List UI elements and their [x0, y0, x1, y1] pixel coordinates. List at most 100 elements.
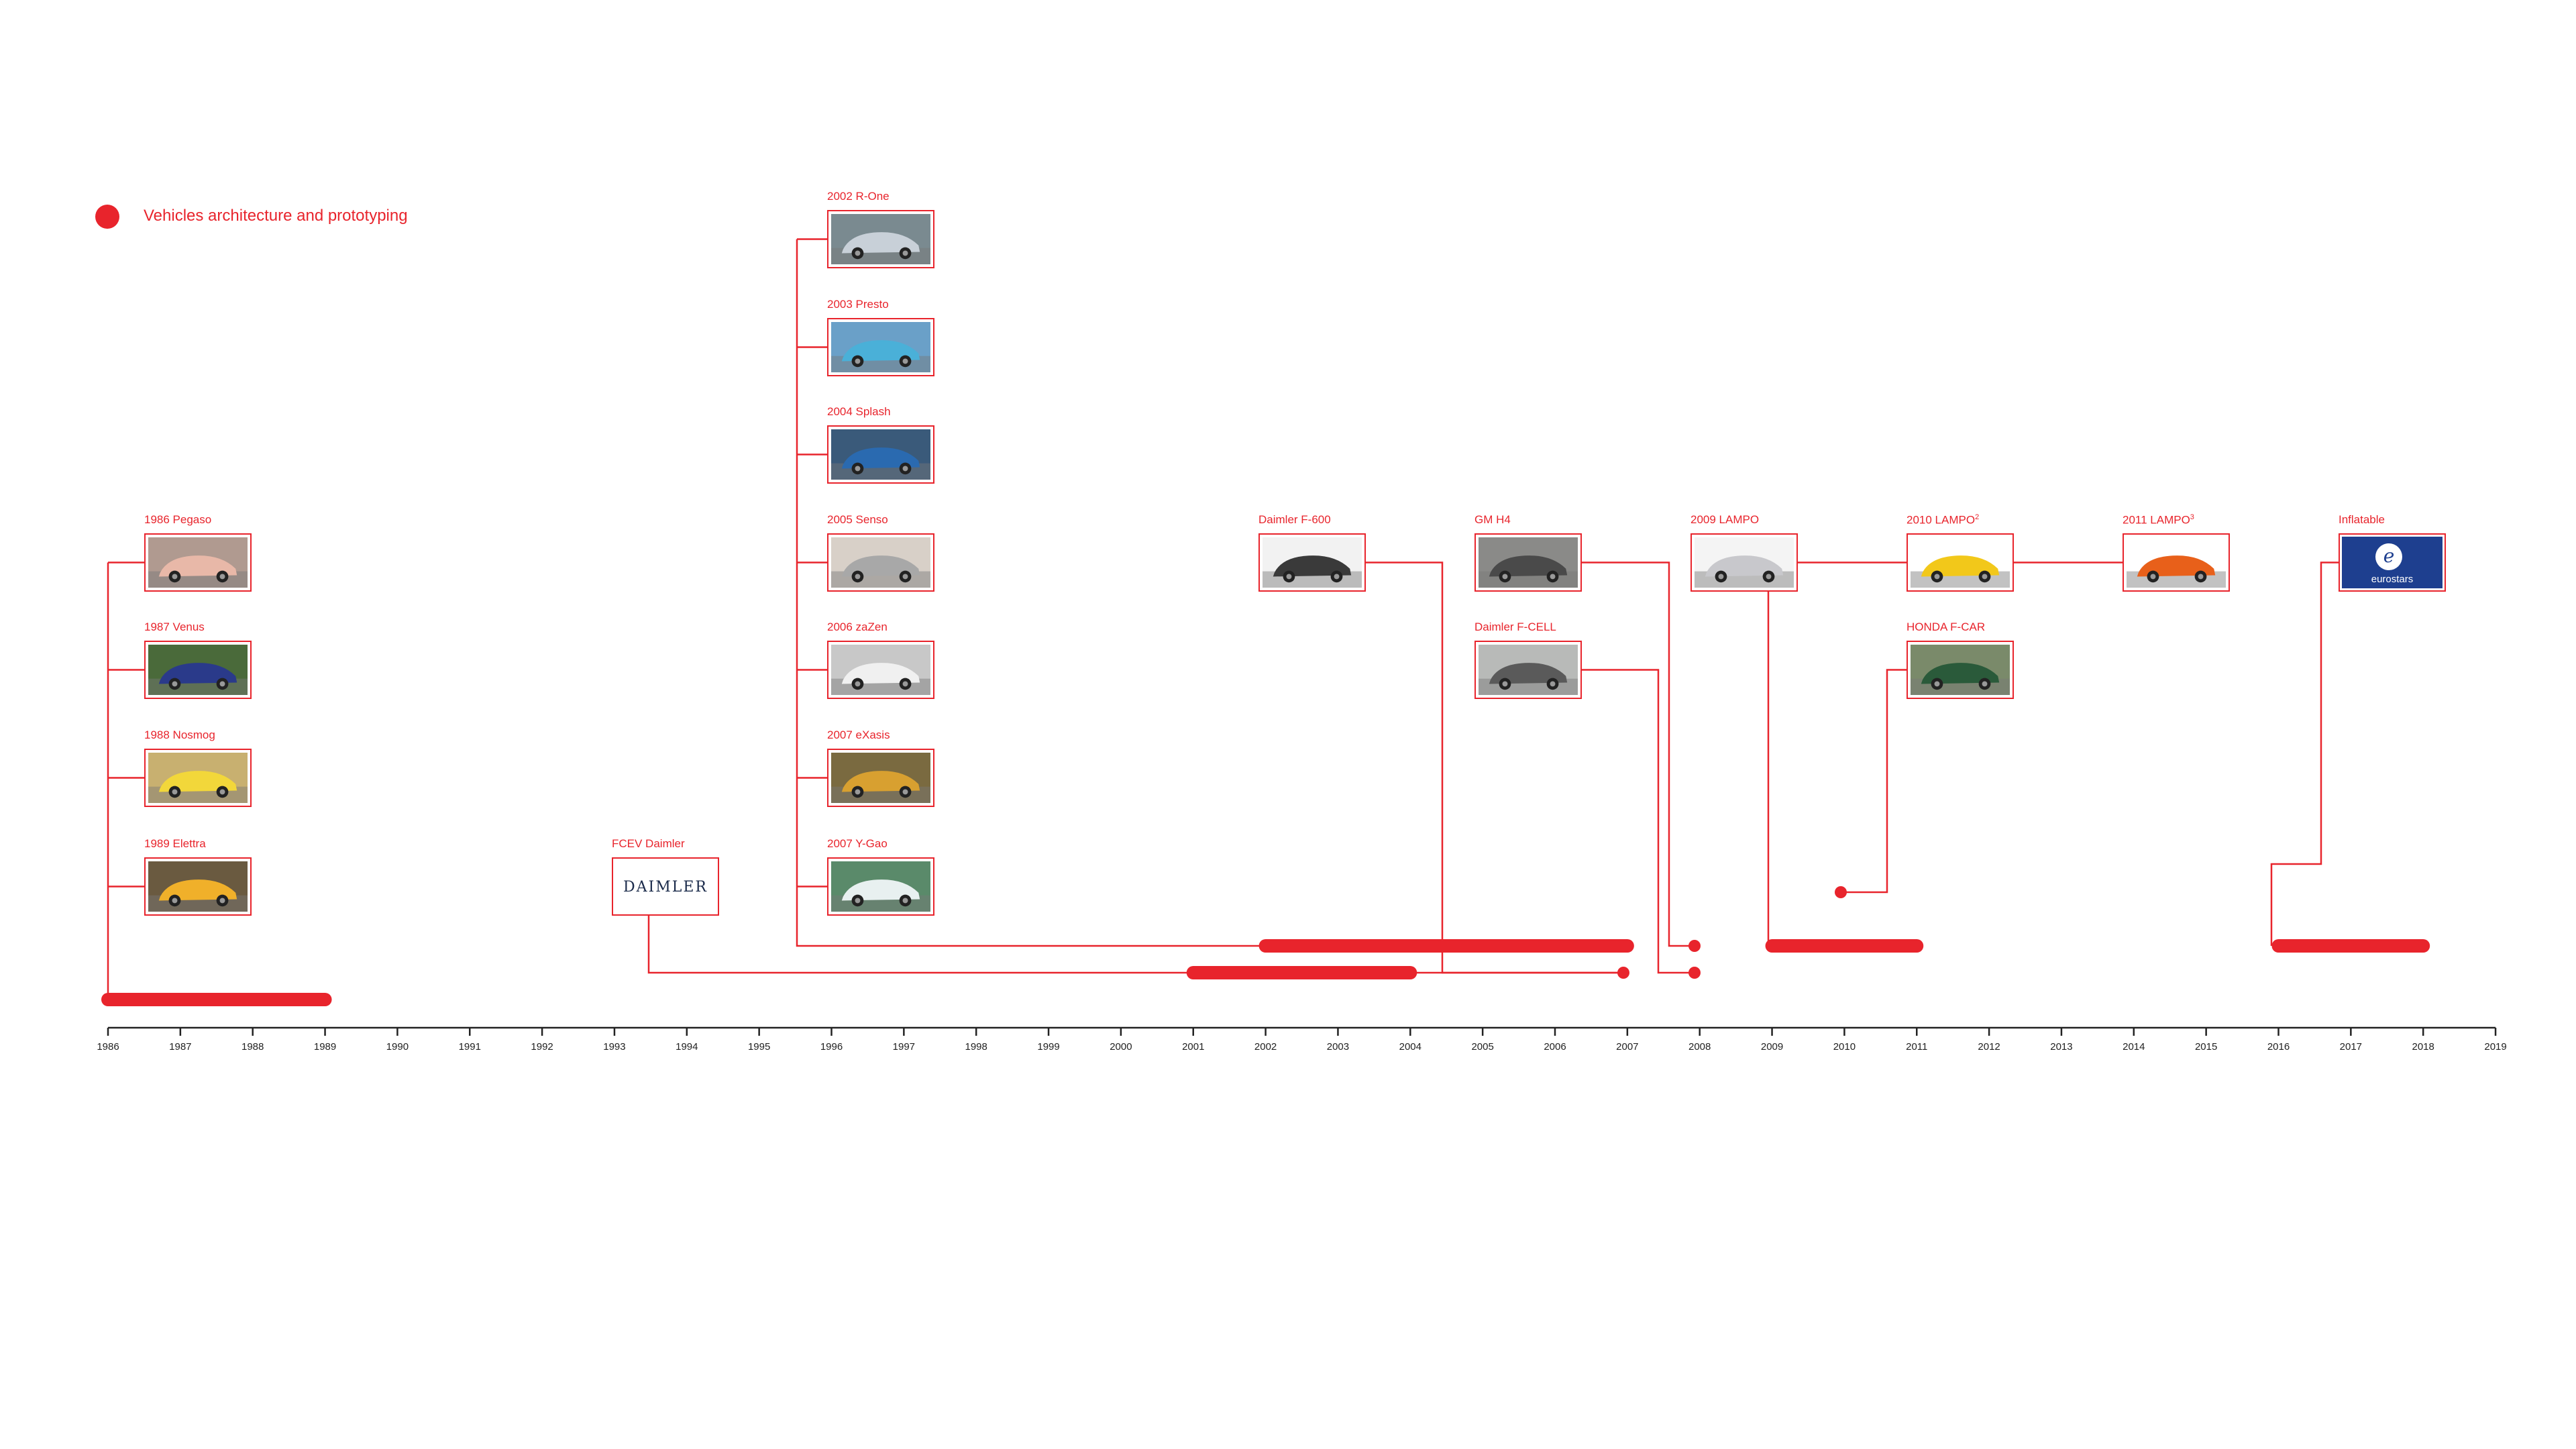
label-venus: 1987 Venus — [144, 621, 205, 634]
car-photo-icon — [2127, 537, 2226, 588]
label-text: 2002 R-One — [827, 190, 890, 203]
axis-tick-label: 2010 — [1833, 1041, 1856, 1053]
axis-tick-label: 2016 — [2267, 1041, 2290, 1053]
eurostars-logo-icon: e eurostars — [2342, 537, 2443, 588]
axis-tick-label: 2000 — [1110, 1041, 1132, 1053]
connector-gmh4 — [1582, 561, 1695, 947]
label-text: Inflatable — [2339, 513, 2385, 526]
axis-tick-label: 2002 — [1254, 1041, 1277, 1053]
label-lampo2: 2010 LAMPO2 — [1907, 513, 1979, 527]
axis-tick-label: 2017 — [2339, 1041, 2363, 1053]
thumbnail-splash — [827, 425, 934, 484]
axis-tick-label: 2005 — [1471, 1041, 1494, 1053]
car-photo-icon — [148, 753, 248, 803]
axis-tick-label: 1986 — [97, 1041, 119, 1053]
axis-tick-label: 2015 — [2194, 1041, 2218, 1053]
thumbnail-presto — [827, 318, 934, 376]
axis-tick-label: 2004 — [1399, 1041, 1421, 1053]
label-nosmog: 1988 Nosmog — [144, 729, 215, 742]
thumbnail-exasis — [827, 749, 934, 807]
car-photo-icon — [831, 214, 930, 264]
label-lampo1: 2009 LAMPO — [1690, 513, 1759, 527]
car-photo-icon — [1911, 645, 2010, 695]
label-splash: 2004 Splash — [827, 405, 891, 419]
axis-tick-label: 1998 — [965, 1041, 987, 1053]
axis-tick-label: 1993 — [603, 1041, 626, 1053]
axis-tick-label: 1988 — [241, 1041, 264, 1053]
thumbnail-pegaso — [144, 533, 252, 592]
car-photo-icon — [148, 537, 248, 588]
car-photo-icon — [831, 429, 930, 480]
label-inflatable: Inflatable — [2339, 513, 2385, 527]
car-photo-icon — [831, 861, 930, 912]
label-superscript: 3 — [2190, 513, 2194, 521]
axis-tick-label: 1987 — [169, 1041, 192, 1053]
thumbnail-hondafcar — [1907, 641, 2014, 699]
thumbnail-senso — [827, 533, 934, 592]
thumbnail-f600 — [1258, 533, 1366, 592]
eurostars-e-icon: e — [2375, 543, 2402, 570]
axis-tick-label: 1994 — [676, 1041, 698, 1053]
label-text: 2007 Y-Gao — [827, 837, 888, 850]
label-rone: 2002 R-One — [827, 190, 890, 203]
label-text: 2003 Presto — [827, 298, 889, 311]
connector-inflatable — [2270, 561, 2339, 946]
label-text: 2010 LAMPO — [1907, 513, 1976, 527]
label-fcell: Daimler F-CELL — [1474, 621, 1556, 634]
label-exasis: 2007 eXasis — [827, 729, 890, 742]
thumbnail-inflatable: e eurostars — [2339, 533, 2446, 592]
axis-tick-label: 1996 — [820, 1041, 843, 1053]
daimler-logo-icon: DAIMLER — [623, 879, 708, 896]
label-text: Daimler F-600 — [1258, 513, 1331, 526]
label-text: GM H4 — [1474, 513, 1511, 526]
label-text: 2004 Splash — [827, 405, 891, 418]
axis-tick-label: 1990 — [386, 1041, 409, 1053]
milestone-dot-3 — [1617, 967, 1629, 979]
axis-tick-label: 2013 — [2050, 1041, 2073, 1053]
label-text: 1986 Pegaso — [144, 513, 212, 526]
thumbnail-lampo3 — [2123, 533, 2230, 592]
thumbnail-venus — [144, 641, 252, 699]
label-text: 1989 Elettra — [144, 837, 206, 850]
thumbnail-gmh4 — [1474, 533, 1582, 592]
label-text: 1987 Venus — [144, 621, 205, 633]
axis-tick-label: 2003 — [1326, 1041, 1350, 1053]
label-text: 2006 zaZen — [827, 621, 888, 633]
connector-f600 — [1366, 561, 1623, 974]
axis-tick-label: 2007 — [1616, 1041, 1639, 1053]
car-photo-icon — [1263, 537, 1362, 588]
axis-tick-label: 2006 — [1544, 1041, 1566, 1053]
thumbnail-rone — [827, 210, 934, 268]
axis-tick-label: 2018 — [2412, 1041, 2434, 1053]
axis-tick-label: 1989 — [313, 1041, 337, 1053]
axis-tick-label: 2019 — [2484, 1041, 2507, 1053]
label-zazen: 2006 zaZen — [827, 621, 888, 634]
axis-tick-label: 2011 — [1906, 1041, 1928, 1053]
car-photo-icon — [1479, 645, 1578, 695]
label-presto: 2003 Presto — [827, 298, 889, 311]
axis-tick-label: 1992 — [531, 1041, 553, 1053]
label-f600: Daimler F-600 — [1258, 513, 1331, 527]
car-photo-icon — [1695, 537, 1794, 588]
label-pegaso: 1986 Pegaso — [144, 513, 211, 527]
label-fcev: FCEV Daimler — [612, 837, 685, 851]
connector-fcell — [1582, 669, 1695, 974]
milestone-dot-1 — [1688, 940, 1701, 952]
thumbnail-zazen — [827, 641, 934, 699]
label-text: HONDA F-CAR — [1907, 621, 1986, 633]
thumbnail-lampo2 — [1907, 533, 2014, 592]
car-photo-icon — [148, 645, 248, 695]
axis-tick-label: 2008 — [1688, 1041, 1711, 1053]
legend-label: Vehicles architecture and prototyping — [144, 207, 408, 225]
car-photo-icon — [148, 861, 248, 912]
label-text: 2007 eXasis — [827, 729, 890, 741]
car-photo-icon — [1479, 537, 1578, 588]
axis-tick-label: 1991 — [458, 1041, 481, 1053]
eurostars-wordmark: eurostars — [2371, 574, 2414, 585]
milestone-dot-4 — [1835, 886, 1847, 898]
label-elettra: 1989 Elettra — [144, 837, 206, 851]
milestone-dot-2 — [1688, 967, 1701, 979]
legend-dot-icon — [95, 205, 119, 229]
label-text: FCEV Daimler — [612, 837, 685, 850]
